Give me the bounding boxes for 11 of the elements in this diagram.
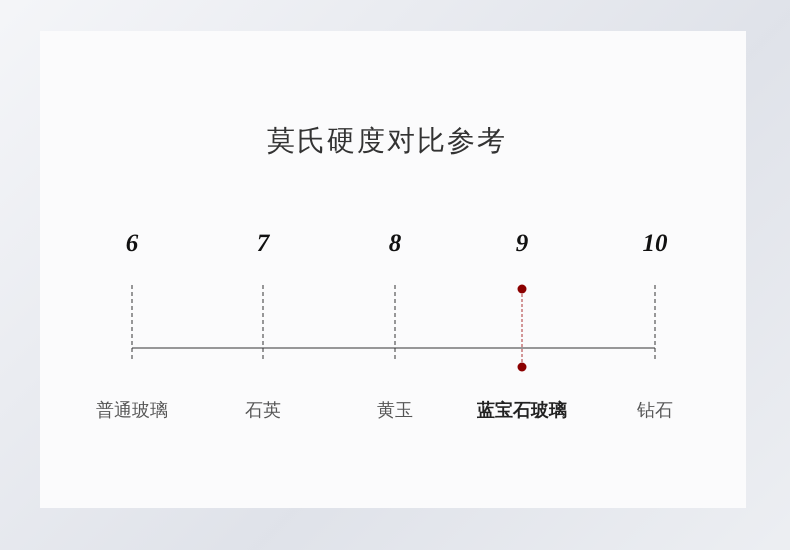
material-label: 钻石 bbox=[637, 399, 673, 422]
scale-number: 8 bbox=[388, 230, 402, 258]
scale-number: 7 bbox=[256, 230, 270, 258]
material-label: 普通玻璃 bbox=[96, 399, 168, 422]
scale-number: 6 bbox=[126, 230, 138, 258]
material-label: 黄玉 bbox=[377, 399, 413, 422]
scale-number: 10 bbox=[642, 230, 668, 258]
material-label: 石英 bbox=[245, 399, 281, 422]
scale-number: 9 bbox=[516, 230, 528, 258]
material-label: 蓝宝石玻璃 bbox=[477, 399, 567, 422]
title: 莫氏硬度对比参考 bbox=[267, 123, 507, 159]
